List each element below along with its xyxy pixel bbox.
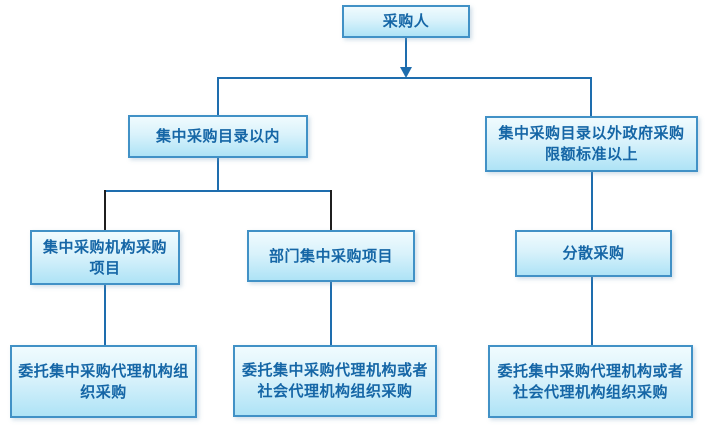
node-decentralized-procurement: 分散采购 [515, 230, 672, 277]
down-arrowhead-icon [400, 67, 412, 78]
edge-centralized-projects-to-entrust [104, 285, 106, 345]
node-within-catalog: 集中采购目录以内 [128, 115, 308, 158]
edge-level2-split [104, 190, 332, 192]
node-entrust-centralized-agency-label: 委托集中采购代理机构组 织采购 [18, 362, 189, 401]
edge-decentralized-to-entrust [591, 277, 593, 345]
node-within-catalog-label: 集中采购目录以内 [155, 128, 280, 145]
node-purchaser-label: 采购人 [382, 13, 430, 30]
node-department-centralized-projects: 部门集中采购项目 [247, 230, 415, 282]
node-entrust-centralized-or-social-agency-mid: 委托集中采购代理机构或者 社会代理机构组织采购 [233, 345, 437, 417]
node-outside-catalog: 集中采购目录以外政府采购 限额标准以上 [485, 116, 698, 172]
edge-split-to-within-catalog [217, 77, 219, 115]
node-decentralized-procurement-label: 分散采购 [562, 245, 625, 262]
node-entrust-centralized-or-social-agency-right: 委托集中采购代理机构或者 社会代理机构组织采购 [488, 345, 693, 418]
node-entrust-centralized-or-social-agency-right-label: 委托集中采购代理机构或者 社会代理机构组织采购 [497, 362, 684, 401]
edge-split-to-centralized-agency-projects [104, 190, 106, 231]
edge-purchaser-down [405, 38, 407, 70]
node-outside-catalog-label: 集中采购目录以外政府采购 限额标准以上 [498, 125, 685, 163]
node-purchaser: 采购人 [342, 5, 470, 38]
node-entrust-centralized-or-social-agency-mid-label: 委托集中采购代理机构或者 社会代理机构组织采购 [241, 362, 428, 400]
node-centralized-agency-projects-label: 集中采购机构采购 项目 [42, 238, 167, 277]
node-department-centralized-projects-label: 部门集中采购项目 [268, 247, 393, 265]
edge-split-to-department-projects [330, 190, 332, 231]
edge-department-projects-to-entrust [330, 282, 332, 345]
edge-split-to-outside-catalog [590, 77, 592, 116]
node-centralized-agency-projects: 集中采购机构采购 项目 [30, 230, 180, 285]
node-entrust-centralized-agency: 委托集中采购代理机构组 织采购 [10, 345, 197, 418]
edge-level1-split [217, 77, 592, 79]
edge-outside-catalog-to-decentralized [591, 172, 593, 230]
edge-within-catalog-down [217, 158, 219, 191]
